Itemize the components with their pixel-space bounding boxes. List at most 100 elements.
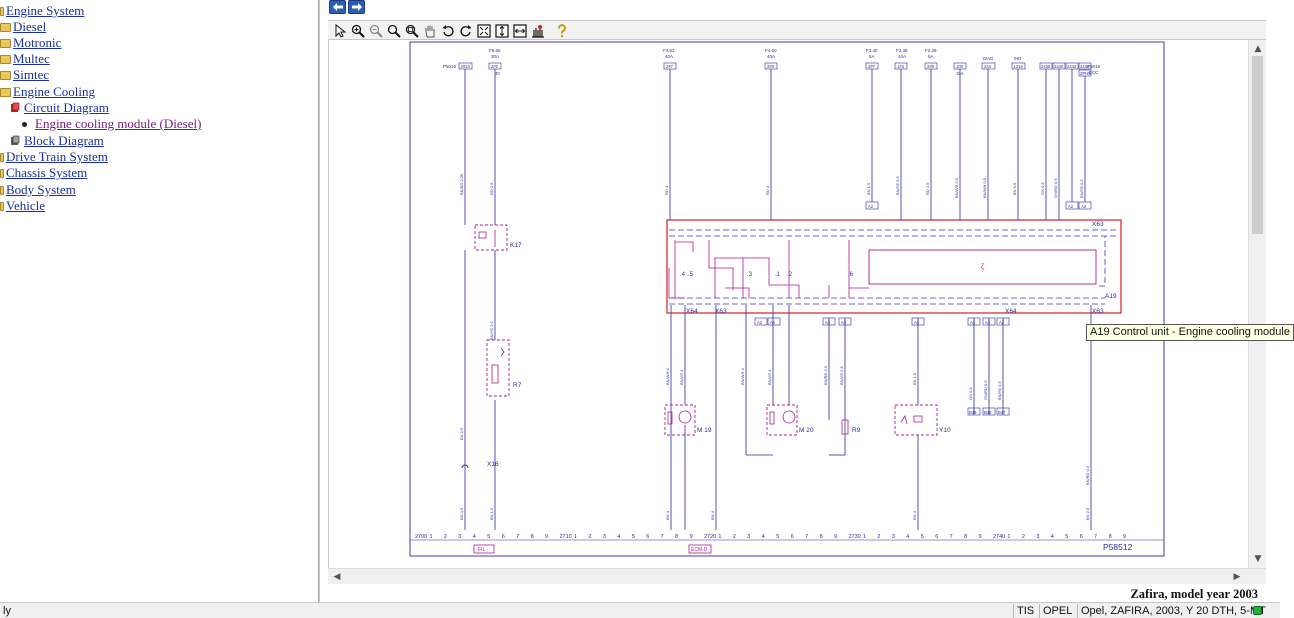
bottom-number: 4 bbox=[473, 534, 476, 540]
wire-label: BN 4 bbox=[665, 510, 670, 520]
wire-label: BN/WH 0.5 bbox=[954, 177, 959, 198]
folder-icon bbox=[0, 70, 11, 80]
scroll-down-icon[interactable]: ▼ bbox=[1254, 554, 1262, 564]
label-f3-40-amp: 5A bbox=[869, 54, 875, 59]
label-f8-66: F8.66 bbox=[489, 48, 501, 53]
top-box-p5016-left bbox=[458, 62, 473, 70]
tree-item-label: Diesel bbox=[13, 19, 47, 34]
rotate-left-button[interactable] bbox=[440, 23, 456, 39]
label-p5016-left: P5016 bbox=[443, 64, 457, 69]
wire-label: RD 4 bbox=[765, 185, 770, 195]
b46-label: B46 bbox=[969, 410, 977, 415]
diagram-canvas[interactable]: F8.66 30A P5016 F4.52 40A F4.60 40A F3.4… bbox=[328, 40, 1266, 568]
help-button[interactable] bbox=[554, 23, 570, 39]
rotate-right-button[interactable] bbox=[458, 23, 474, 39]
vertical-scrollbar[interactable]: ▲ ▼ bbox=[1248, 40, 1266, 568]
scroll-up-icon[interactable]: ▲ bbox=[1254, 44, 1262, 54]
fit-page-button[interactable] bbox=[476, 23, 492, 39]
top-box-2438-label: 2438 bbox=[1041, 64, 1051, 69]
tree-item-multec[interactable]: Multec bbox=[0, 51, 50, 67]
tree-item-simtec[interactable]: Simtec bbox=[0, 67, 49, 83]
bottom-box-ecm-d bbox=[688, 544, 712, 554]
wire-label: BN 1.5 bbox=[866, 182, 871, 195]
top-box-2444-label: 2444 bbox=[1080, 64, 1090, 69]
tree-item-diesel[interactable]: Diesel bbox=[0, 19, 46, 35]
bottom-number: 3 bbox=[892, 534, 895, 540]
top-pin-f8-66: 30 bbox=[495, 71, 500, 76]
bottom-number: 6 bbox=[935, 534, 938, 540]
tree-item-engine-cooling-module-diesel[interactable]: Engine cooling module (Diesel) bbox=[22, 116, 201, 132]
wire-label: BN/YE 2.5 bbox=[839, 366, 844, 385]
tree-item-chassis-system[interactable]: Chassis System bbox=[0, 165, 87, 181]
tree-item-body-system[interactable]: Body System bbox=[0, 182, 76, 198]
back-button[interactable] bbox=[329, 0, 346, 14]
top-box-f8-66-label: 2#2 bbox=[491, 64, 499, 69]
tree-item-motronic[interactable]: Motronic bbox=[0, 35, 61, 51]
a2-box bbox=[967, 317, 981, 326]
tree-item-circuit-diagram[interactable]: Circuit Diagram bbox=[10, 100, 109, 116]
wires bbox=[464, 69, 1092, 530]
resistor-r7: R7 bbox=[486, 339, 522, 397]
wire-label: RD 4 bbox=[664, 185, 669, 195]
bottom-number: 2 bbox=[877, 534, 880, 540]
wire-label: GN/RD 0.5 bbox=[1053, 178, 1058, 198]
fan-motor-m20: M 20 bbox=[766, 404, 814, 436]
diagram-panel: F8.66 30A P5016 F4.52 40A F4.60 40A F3.4… bbox=[320, 0, 1280, 602]
fit-width-button[interactable] bbox=[512, 23, 528, 39]
bottom-number: 5 bbox=[487, 534, 490, 540]
bottom-number: 7 bbox=[1094, 534, 1097, 540]
panel-splitter[interactable] bbox=[318, 0, 320, 602]
top-box-2440-label: 2440 bbox=[1054, 64, 1064, 69]
y10-label: Y10 bbox=[939, 427, 951, 434]
zoom-fit-button[interactable] bbox=[404, 23, 420, 39]
b46-box bbox=[967, 407, 981, 416]
tree-item-engine-system[interactable]: Engine System bbox=[0, 3, 84, 19]
scroll-right-icon[interactable]: ▶ bbox=[1233, 572, 1241, 582]
pan-button[interactable] bbox=[422, 23, 438, 39]
tree-item-drive-train-system[interactable]: Drive Train System bbox=[0, 149, 108, 165]
label-f3-38: F3.38 bbox=[896, 48, 908, 53]
bottom-box-ecm-d-label: ECM-D bbox=[691, 547, 708, 553]
wire-label: BN 4 bbox=[912, 510, 917, 520]
tree-item-label: Circuit Diagram bbox=[24, 100, 109, 115]
folder-icon bbox=[0, 22, 11, 32]
label-f4-52-amp: 40A bbox=[665, 54, 673, 59]
tree-item-block-diagram[interactable]: Block Diagram bbox=[10, 133, 104, 149]
resistor-r9: R9 bbox=[841, 419, 861, 435]
bottom-number: 1 bbox=[1007, 534, 1010, 540]
tree-item-vehicle[interactable]: Vehicle bbox=[0, 198, 45, 214]
bottom-number: 8 bbox=[1109, 534, 1112, 540]
zoom-window-button[interactable] bbox=[386, 23, 402, 39]
zoom-in-button[interactable] bbox=[350, 23, 366, 39]
fit-height-button[interactable] bbox=[494, 23, 510, 39]
bottom-number: 2700 bbox=[415, 534, 427, 540]
a2-box bbox=[911, 317, 925, 326]
a2-label: A2 bbox=[999, 320, 1005, 325]
document-icon bbox=[11, 135, 20, 145]
a19-contact-5: .5 bbox=[688, 272, 694, 278]
label-p5016-right-sub: ECC bbox=[1089, 70, 1099, 75]
connection-status-icon bbox=[1253, 606, 1262, 615]
a19-contact-1: .1 bbox=[775, 272, 781, 278]
wire-label: RD 2.5 bbox=[489, 182, 494, 195]
wire-label: BN/WH 0.5 bbox=[982, 177, 987, 198]
bottom-number: 9 bbox=[834, 534, 837, 540]
m20-label: M 20 bbox=[799, 427, 814, 434]
forward-button[interactable] bbox=[348, 0, 365, 14]
diagram-frame bbox=[409, 41, 1165, 557]
scroll-left-icon[interactable]: ◀ bbox=[333, 572, 341, 582]
zoom-out-button[interactable] bbox=[368, 23, 384, 39]
a2-label: A2 bbox=[841, 320, 847, 325]
tree-item-engine-cooling[interactable]: Engine Cooling bbox=[0, 84, 95, 100]
component-tooltip: A19 Control unit - Engine cooling module bbox=[1086, 324, 1294, 341]
wire-label: BN/YE 0.5 bbox=[997, 381, 1002, 400]
pointer-tool-button[interactable] bbox=[332, 23, 348, 39]
tree-item-label: Block Diagram bbox=[24, 133, 104, 148]
vertical-scroll-thumb[interactable] bbox=[1252, 56, 1263, 234]
bottom-number: 1 bbox=[574, 534, 577, 540]
horizontal-scrollbar[interactable]: ◀ ▶ bbox=[328, 568, 1266, 584]
bottom-number: 5 bbox=[632, 534, 635, 540]
wire-label: BN 2.5 bbox=[459, 427, 464, 440]
print-button[interactable] bbox=[530, 23, 546, 39]
